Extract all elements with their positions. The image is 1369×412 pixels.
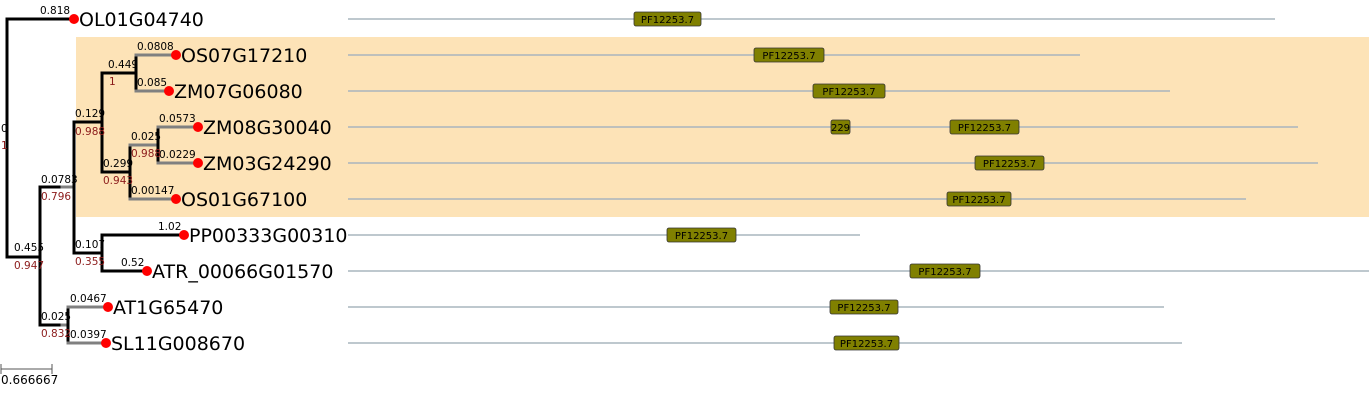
leaf-label[interactable]: ZM07G06080 xyxy=(174,81,303,103)
support-label: 0.355 xyxy=(75,256,105,268)
protein-lines xyxy=(348,18,1369,344)
support-label: 0.988 xyxy=(131,148,161,160)
branch-length-label: 0.0229 xyxy=(159,149,196,161)
branch-length-label: 0.299 xyxy=(103,158,133,170)
leaf-node[interactable] xyxy=(142,266,152,276)
leaf-label[interactable]: OS07G17210 xyxy=(181,45,307,67)
domain-label: PF12253.7 xyxy=(675,231,728,242)
support-label: 0.943 xyxy=(103,175,133,187)
domain-label: PF12253.7 xyxy=(837,303,890,314)
leaf-node[interactable] xyxy=(171,194,181,204)
branch-length-labels: 0.818 0.0808 0.449 0.085 0.0573 0.025 0.… xyxy=(1,5,196,341)
support-label: 1 xyxy=(109,76,116,88)
branch-length-label: 0.0573 xyxy=(159,113,196,125)
domain-label: PF12253.7 xyxy=(918,267,971,278)
leaf-node[interactable] xyxy=(69,14,79,24)
leaf-label[interactable]: ZM03G24290 xyxy=(203,153,332,175)
leaf-labels: OL01G04740 OS07G17210 ZM07G06080 ZM08G30… xyxy=(79,9,348,355)
leaf-label[interactable]: OS01G67100 xyxy=(181,189,307,211)
branch-length-label: 0.085 xyxy=(137,77,167,89)
branch-length-label: 0.025 xyxy=(131,131,161,143)
leaf-node[interactable] xyxy=(101,338,111,348)
branch-length-label: 0.0783 xyxy=(41,174,78,186)
branch-length-label: 0.0397 xyxy=(70,329,107,341)
domain-label: PF12253.7 xyxy=(952,195,1005,206)
domain-box xyxy=(753,47,825,63)
domain-box xyxy=(812,83,886,99)
domain-box xyxy=(946,191,1012,207)
domain-box xyxy=(830,119,851,135)
domain-box xyxy=(633,11,702,27)
leaf-label[interactable]: ATR_00066G01570 xyxy=(152,261,333,283)
branch-length-label: 0.455 xyxy=(14,242,44,254)
domain-box xyxy=(949,119,1020,135)
domain-label: PF12253.7 xyxy=(822,87,875,98)
leaf-node[interactable] xyxy=(171,50,181,60)
domain-box xyxy=(974,155,1045,171)
support-label: 0.796 xyxy=(41,191,71,203)
branch-length-label: 0.129 xyxy=(75,108,105,120)
leaf-label[interactable]: AT1G65470 xyxy=(113,297,223,319)
branch-length-label: 0 xyxy=(1,123,8,135)
domain-box xyxy=(833,335,900,351)
tree-branches xyxy=(5,17,200,345)
domain-label: PF12253.7 xyxy=(840,339,893,350)
leaf-label[interactable]: OL01G04740 xyxy=(79,9,204,31)
domain-box xyxy=(829,299,899,315)
branch-length-label: 0.818 xyxy=(40,5,70,17)
branch-length-label: 0.52 xyxy=(121,257,144,269)
leaf-node[interactable] xyxy=(193,158,203,168)
branch-length-label: 0.025 xyxy=(41,311,71,323)
branch-length-label: 0.00147 xyxy=(131,185,174,197)
branch-length-label: 0.0467 xyxy=(70,293,107,305)
domain-label: PF12253.7 xyxy=(983,159,1036,170)
leaf-label[interactable]: ZM08G30040 xyxy=(203,117,332,139)
support-label: 1 xyxy=(1,140,8,152)
branch-length-label: 0.449 xyxy=(108,59,138,71)
domain-box xyxy=(666,227,737,243)
domain-label: PF12253.7 xyxy=(762,51,815,62)
leaf-nodes xyxy=(69,14,203,348)
branch-length-label: 1.02 xyxy=(158,221,181,233)
scale-bar-label: 0.666667 xyxy=(1,373,58,387)
leaf-label[interactable]: PP00333G00310 xyxy=(189,225,348,247)
support-label: 0.947 xyxy=(14,260,44,272)
domain-label: PF12253.7 xyxy=(641,15,694,26)
support-label: 0.988 xyxy=(75,126,105,138)
support-labels: 1 0.988 0.988 0.943 0.796 0.355 0.947 0.… xyxy=(1,76,161,340)
support-label: 0.832 xyxy=(41,328,71,340)
leaf-label[interactable]: SL11G008670 xyxy=(111,333,245,355)
domain-label: 229 xyxy=(831,123,850,134)
leaf-node[interactable] xyxy=(193,122,203,132)
branch-length-label: 0.107 xyxy=(75,239,105,251)
domains: PF12253.7 PF12253.7 PF12253.7 229 PF1225… xyxy=(633,11,1045,351)
domain-label: PF12253.7 xyxy=(958,123,1011,134)
scale-bar: 0.666667 xyxy=(0,364,58,387)
branch-length-label: 0.0808 xyxy=(137,41,174,53)
domain-box xyxy=(909,263,981,279)
leaf-node[interactable] xyxy=(179,230,189,240)
leaf-node[interactable] xyxy=(103,302,113,312)
leaf-node[interactable] xyxy=(164,86,174,96)
